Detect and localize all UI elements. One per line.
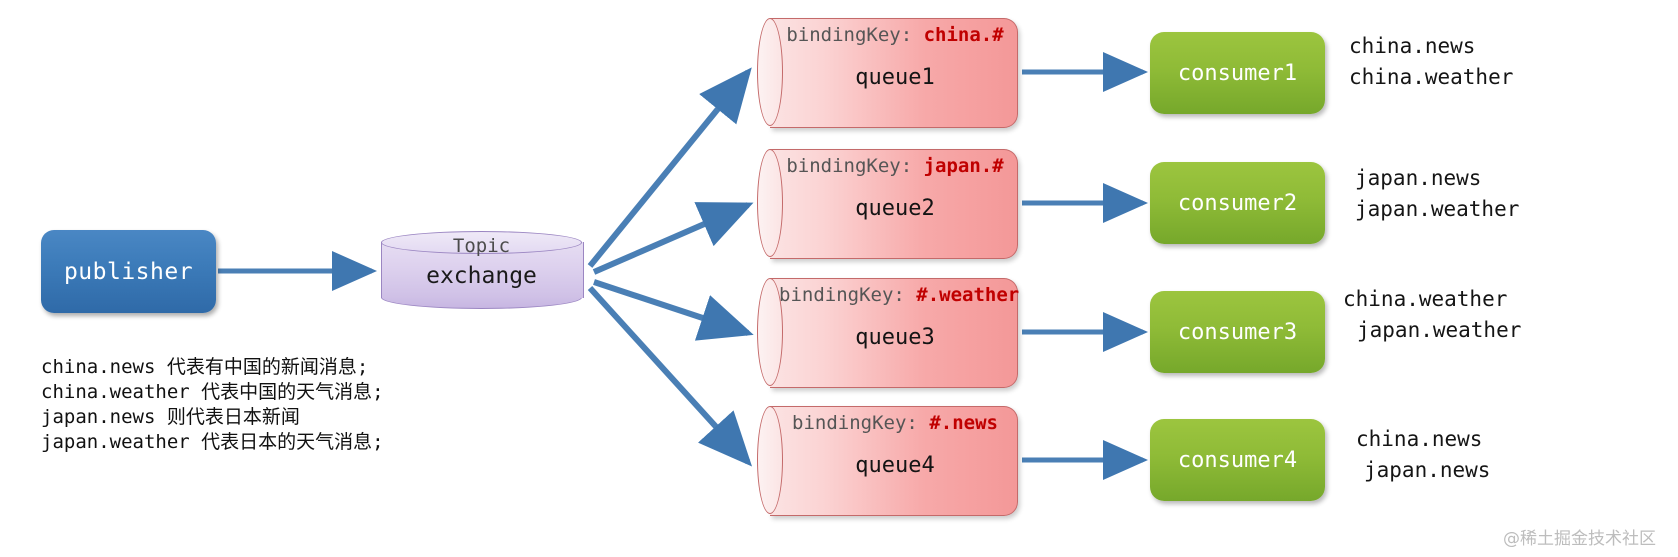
queue-cylinder-body-3 xyxy=(770,278,1018,388)
queue-cylinder-cap-1 xyxy=(757,18,783,126)
queue-cylinder-cap-2 xyxy=(757,149,783,257)
binding-key-prefix-1: bindingKey: xyxy=(786,24,924,46)
binding-key-label-1: bindingKey: china.# xyxy=(779,24,1011,46)
arrow-exchange-to-queue2 xyxy=(592,202,754,275)
legend-line-4: japan.weather 代表日本的天气消息; xyxy=(41,431,384,453)
routing-keys-1: china.news china.weather xyxy=(1349,31,1513,93)
routing-keys-4: china.news japan.news xyxy=(1356,424,1490,486)
publisher-label: publisher xyxy=(63,258,194,285)
legend-text: china.news 代表有中国的新闻消息; china.weather 代表中… xyxy=(41,355,384,455)
queue-node-2[interactable]: bindingKey: japan.# queue2 xyxy=(757,149,1018,259)
queue-cylinder-body-4 xyxy=(770,406,1018,516)
binding-key-value-1: china.# xyxy=(923,24,1004,46)
exchange-node[interactable]: Topic exchange xyxy=(381,231,584,309)
binding-key-label-2: bindingKey: japan.# xyxy=(779,155,1011,177)
binding-key-prefix-3: bindingKey: xyxy=(779,284,917,306)
queue-cylinder-cap-3 xyxy=(757,278,783,386)
exchange-cylinder-top xyxy=(381,231,582,254)
binding-key-value-4: #.news xyxy=(929,412,998,434)
consumer-node-4[interactable]: consumer4 xyxy=(1150,419,1325,501)
routing-key-4-1: japan.news xyxy=(1364,458,1491,482)
routing-key-1-0: china.news xyxy=(1349,34,1476,58)
exchange-name-label: exchange xyxy=(426,263,537,289)
queue-cylinder-body-1 xyxy=(770,18,1018,128)
queue-cylinder-cap-4 xyxy=(757,406,783,514)
consumer-node-2[interactable]: consumer2 xyxy=(1150,162,1325,244)
queue-name-label-1: queue1 xyxy=(855,65,935,90)
binding-key-value-2: japan.# xyxy=(923,155,1004,177)
queue-cylinder-body-2 xyxy=(770,149,1018,259)
consumer-label-1: consumer1 xyxy=(1177,60,1298,86)
queue-name-label-3: queue3 xyxy=(855,325,935,350)
legend-line-2: china.weather 代表中国的天气消息; xyxy=(41,381,384,403)
consumer-label-4: consumer4 xyxy=(1177,447,1298,473)
routing-keys-3: china.weather japan.weather xyxy=(1343,284,1521,346)
queue-node-1[interactable]: bindingKey: china.# queue1 xyxy=(757,18,1018,128)
consumer-label-2: consumer2 xyxy=(1177,190,1298,216)
exchange-type-label: Topic xyxy=(452,235,511,257)
routing-key-3-1: japan.weather xyxy=(1357,318,1522,342)
routing-keys-2: japan.news japan.weather xyxy=(1355,163,1519,225)
consumer-node-3[interactable]: consumer3 xyxy=(1150,291,1325,373)
queue-node-4[interactable]: bindingKey: #.news queue4 xyxy=(757,406,1018,516)
routing-key-3-0: china.weather xyxy=(1343,287,1508,311)
queue-name-label-4: queue4 xyxy=(855,453,935,478)
queue-node-3[interactable]: bindingKey: #.weather queue3 xyxy=(757,278,1019,388)
consumer-label-3: consumer3 xyxy=(1177,319,1298,345)
legend-line-3: japan.news 则代表日本新闻 xyxy=(41,406,300,428)
binding-key-label-3: bindingKey: #.weather xyxy=(779,284,1019,306)
publisher-node[interactable]: publisher xyxy=(41,230,216,313)
arrow-exchange-to-queue1 xyxy=(587,67,752,268)
queue-name-label-2: queue2 xyxy=(855,196,935,221)
binding-key-label-4: bindingKey: #.news xyxy=(779,412,1011,434)
routing-key-2-1: japan.weather xyxy=(1355,197,1520,221)
binding-key-prefix-2: bindingKey: xyxy=(786,155,924,177)
routing-key-4-0: china.news xyxy=(1356,427,1483,451)
consumer-node-1[interactable]: consumer1 xyxy=(1150,32,1325,114)
watermark-label: @稀土掘金技术社区 xyxy=(1503,529,1656,549)
binding-key-prefix-4: bindingKey: xyxy=(792,412,930,434)
routing-key-2-0: japan.news xyxy=(1355,166,1482,190)
legend-line-1: china.news 代表有中国的新闻消息; xyxy=(41,356,369,378)
routing-key-1-1: china.weather xyxy=(1349,65,1514,89)
arrow-exchange-to-queue3 xyxy=(593,279,754,341)
arrow-exchange-to-queue4 xyxy=(587,285,753,467)
binding-key-value-3: #.weather xyxy=(916,284,1020,306)
